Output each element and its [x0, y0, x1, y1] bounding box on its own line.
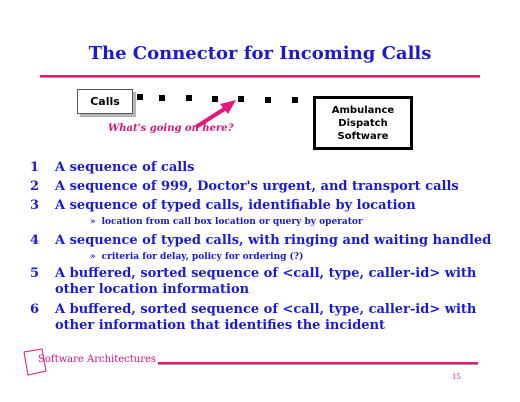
connector-dot [159, 95, 165, 101]
title-divider [40, 75, 480, 77]
item-text: A sequence of calls [55, 160, 195, 175]
item-text: A sequence of typed calls, with ringing … [55, 233, 492, 248]
item-text: A buffered, sorted sequence of <call, ty… [55, 266, 477, 297]
connector-dot [212, 96, 218, 102]
sub-bullet: » [90, 217, 96, 227]
sub-item: » criteria for delay, policy for ordering… [90, 251, 510, 263]
item-number: 3 [30, 198, 40, 213]
software-line: Ambulance [331, 104, 395, 116]
software-line: Dispatch [338, 117, 388, 129]
connector-dot [137, 94, 143, 100]
footer-label: Software Architectures [38, 354, 157, 365]
ambulance-dispatch-software-box: Ambulance Dispatch Software [313, 96, 413, 150]
sub-bullet: » [90, 252, 96, 262]
connector-dot [292, 97, 298, 103]
connector-dot [265, 97, 271, 103]
connector-dot [186, 95, 192, 101]
item-number: 5 [30, 266, 40, 281]
item-number: 1 [30, 160, 40, 175]
page-number: 15 [452, 373, 461, 381]
calls-box: Calls [77, 89, 133, 114]
item-text: A buffered, sorted sequence of <call, ty… [55, 302, 477, 333]
item-number: 6 [30, 302, 40, 317]
calls-label: Calls [90, 95, 120, 108]
sub-item: » location from call box location or quer… [90, 216, 510, 228]
connector-dot [238, 96, 244, 102]
footer-divider [158, 362, 478, 364]
item-text: A sequence of 999, Doctor's urgent, and … [55, 179, 459, 194]
item-text: A sequence of typed calls, identifiable … [55, 198, 416, 213]
software-line: Software [337, 130, 389, 142]
question-annotation: What's going on here? [108, 123, 234, 134]
item-number: 2 [30, 179, 40, 194]
sub-item-text: criteria for delay, policy for ordering … [101, 252, 304, 262]
sub-item-text: location from call box location or query… [101, 217, 363, 227]
item-number: 4 [30, 233, 40, 248]
footer-logo-icon [23, 348, 47, 376]
slide-title: The Connector for Incoming Calls [88, 43, 432, 64]
